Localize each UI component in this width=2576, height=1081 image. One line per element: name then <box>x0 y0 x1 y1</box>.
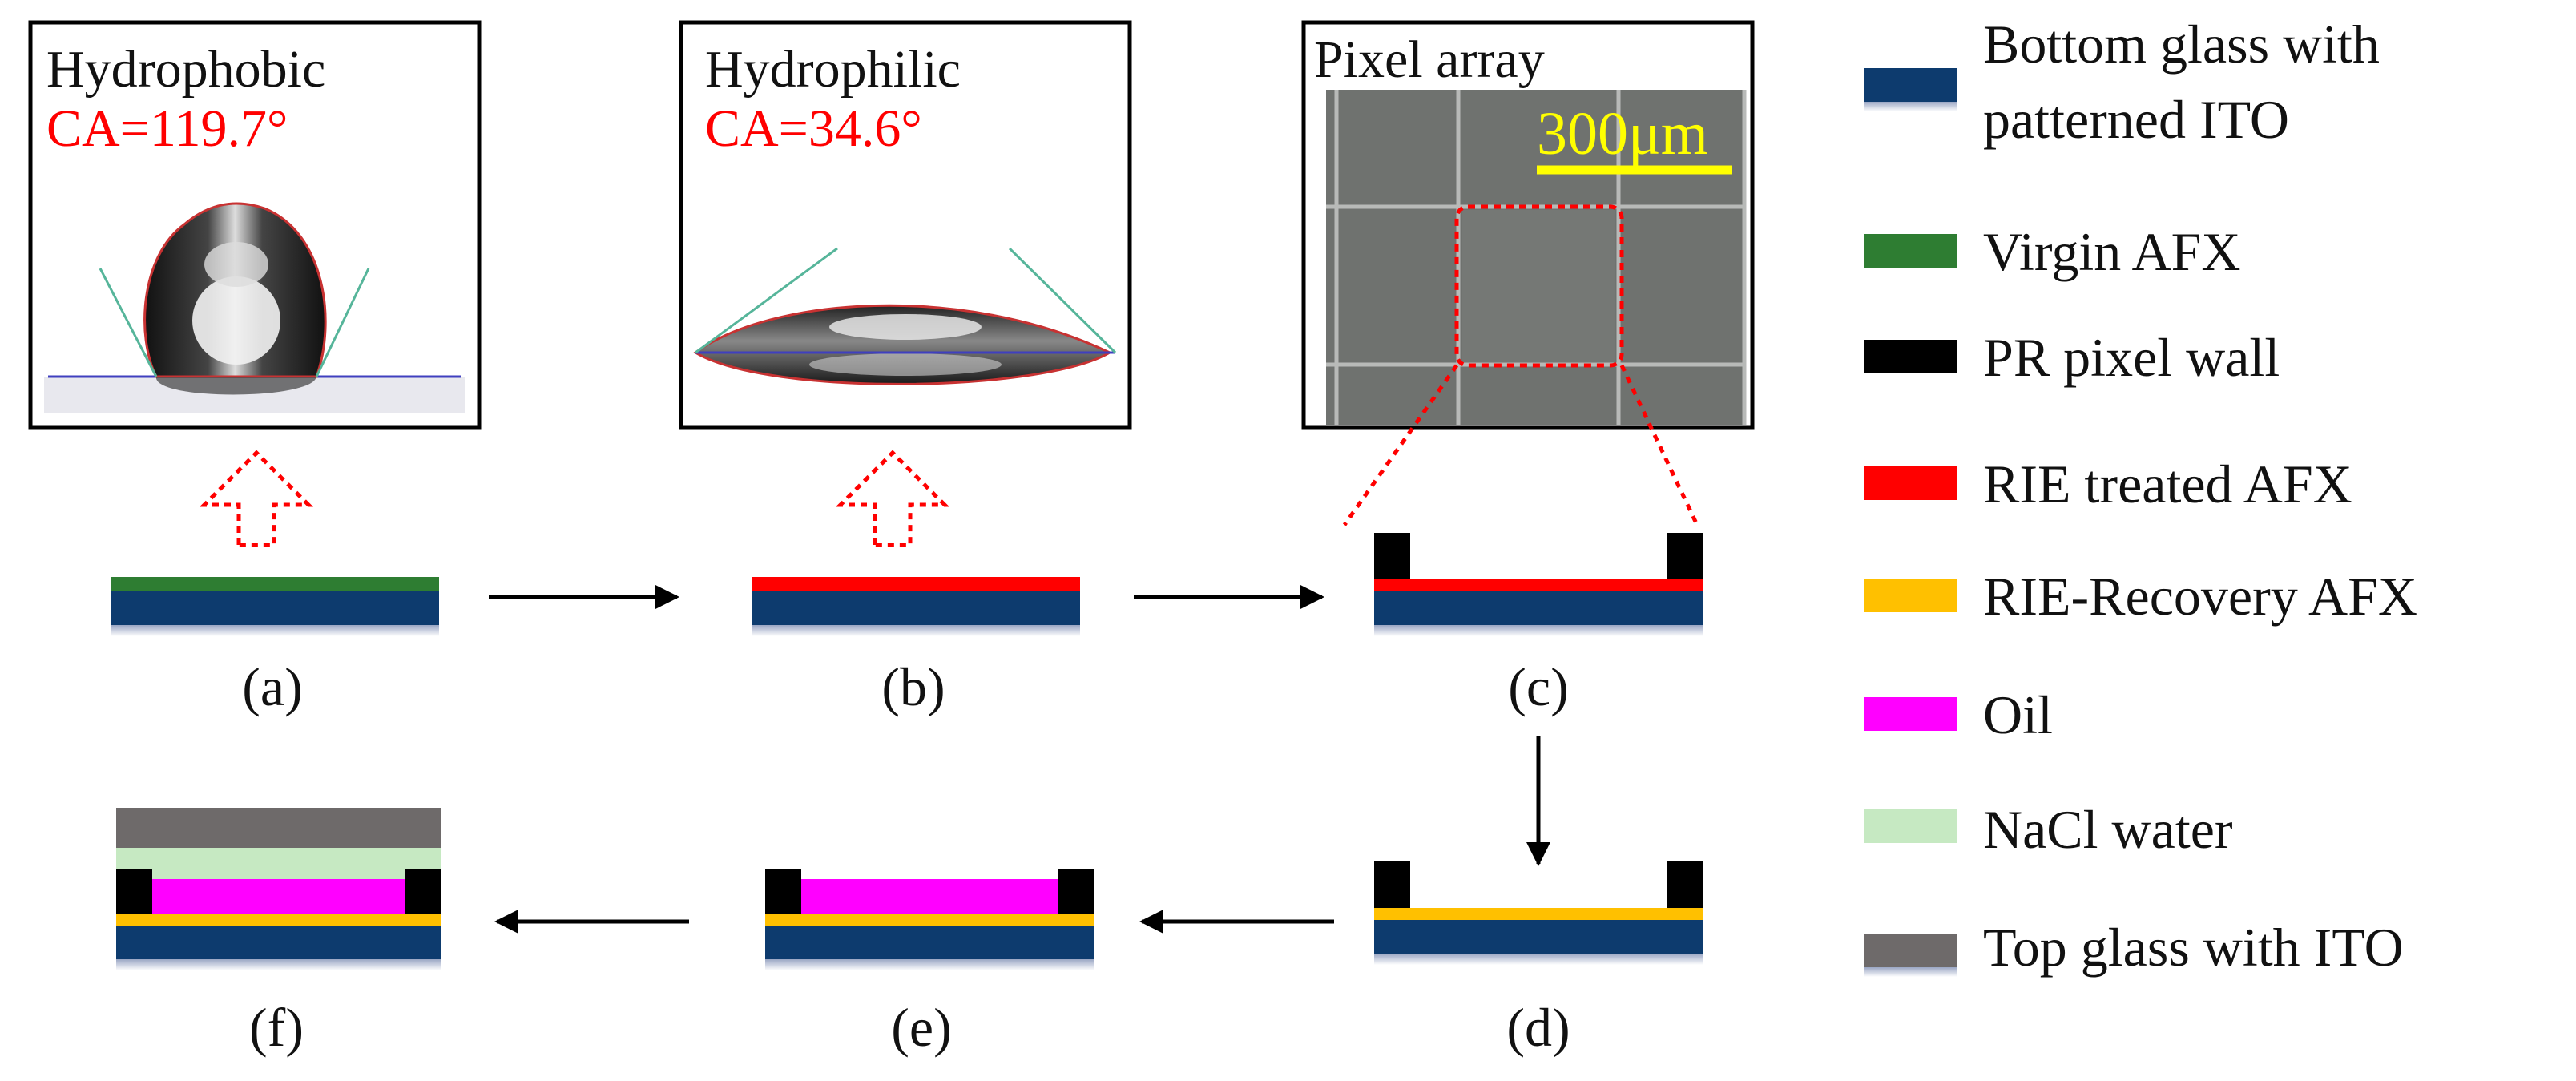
bottom-glass <box>1374 591 1703 625</box>
legend-item-rie-recovery-afx: RIE-Recovery AFX <box>1864 566 2417 627</box>
device-f <box>116 808 441 970</box>
legend-swatch <box>1864 340 1957 373</box>
device-c <box>1374 533 1703 636</box>
device-b <box>752 577 1080 636</box>
photo-title: Pixel array <box>1314 30 1545 89</box>
legend-item-nacl-water: NaCl water <box>1864 799 2233 860</box>
tangent-line-left <box>99 268 158 377</box>
device-a <box>111 577 439 636</box>
step-label-a: (a) <box>242 656 302 717</box>
legend-item-pr-pixel-wall: PR pixel wall <box>1864 327 2280 388</box>
step-label-e: (e) <box>891 997 951 1058</box>
rie-recovery-afx-layer <box>1374 908 1703 920</box>
legend-item-bottom-glass: Bottom glass with patterned ITO <box>1864 14 2380 150</box>
tangent-line-right <box>315 268 370 377</box>
nacl-water-layer <box>116 848 441 880</box>
rie-recovery-afx-layer <box>116 914 441 926</box>
legend: Bottom glass with patterned ITO Virgin A… <box>1864 14 2417 978</box>
dotted-up-arrow-b <box>835 450 950 547</box>
legend-label: NaCl water <box>1983 799 2233 860</box>
zoom-line-right <box>1619 364 1699 526</box>
legend-swatch <box>1864 809 1957 843</box>
tangent-line-right <box>1008 247 1117 354</box>
device-d <box>1374 861 1703 965</box>
photo-title: Hydrophobic <box>46 40 325 99</box>
pr-pixel-wall-left <box>1374 533 1410 579</box>
bottom-glass <box>765 926 1094 959</box>
legend-item-rie-treated-afx: RIE treated AFX <box>1864 454 2352 514</box>
pr-pixel-wall-left <box>116 869 152 914</box>
rie-treated-afx-layer <box>1374 579 1703 591</box>
step-label-c: (c) <box>1508 656 1568 717</box>
legend-swatch <box>1864 579 1957 612</box>
rie-treated-afx-layer <box>752 577 1080 591</box>
legend-label: RIE-Recovery AFX <box>1983 566 2417 627</box>
scale-bar-label: 300μm <box>1537 100 1708 167</box>
highlighted-pixel <box>1454 204 1624 368</box>
oil-layer <box>152 879 405 914</box>
device-e <box>765 869 1094 970</box>
legend-label: PR pixel wall <box>1983 327 2280 388</box>
pr-pixel-wall-right <box>1667 861 1703 908</box>
photo-hydrophobic: Hydrophobic CA=119.7° <box>28 20 482 430</box>
pr-pixel-wall-right <box>405 869 441 914</box>
photo-title: Hydrophilic <box>705 40 961 99</box>
pr-pixel-wall-left <box>1374 861 1410 908</box>
bottom-glass <box>116 926 441 959</box>
contact-angle-label: CA=119.7° <box>46 99 288 158</box>
pr-pixel-wall-right <box>1667 533 1703 579</box>
legend-label: patterned ITO <box>1983 89 2289 150</box>
legend-label: RIE treated AFX <box>1983 454 2352 514</box>
legend-label: Bottom glass with <box>1983 14 2380 75</box>
tangent-line-left <box>695 247 838 354</box>
top-glass <box>116 808 441 848</box>
pr-pixel-wall-right <box>1058 869 1094 914</box>
contact-angle-label: CA=34.6° <box>705 99 922 158</box>
legend-swatch <box>1864 234 1957 268</box>
photo-pixel-array: 300μm Pixel array <box>1301 20 1755 430</box>
legend-label: Top glass with ITO <box>1983 917 2404 978</box>
photo-hydrophilic: Hydrophilic CA=34.6° <box>679 20 1132 430</box>
pr-pixel-wall-left <box>765 869 801 914</box>
dotted-up-arrow-a <box>199 450 314 547</box>
bottom-glass <box>1374 920 1703 954</box>
legend-swatch <box>1864 697 1957 731</box>
virgin-afx-layer <box>111 577 439 591</box>
rie-recovery-afx-layer <box>765 914 1094 926</box>
legend-label: Virgin AFX <box>1983 221 2241 282</box>
legend-swatch <box>1864 934 1957 967</box>
oil-layer <box>801 879 1058 914</box>
legend-item-oil: Oil <box>1864 684 2053 745</box>
legend-item-virgin-afx: Virgin AFX <box>1864 221 2241 282</box>
bottom-glass <box>752 591 1080 625</box>
legend-swatch <box>1864 68 1957 102</box>
step-label-d: (d) <box>1506 997 1570 1058</box>
step-label-f: (f) <box>249 997 304 1058</box>
bottom-glass <box>111 591 439 625</box>
legend-label: Oil <box>1983 684 2053 745</box>
legend-swatch <box>1864 466 1957 500</box>
step-label-b: (b) <box>881 656 945 717</box>
legend-item-top-glass: Top glass with ITO <box>1864 917 2404 978</box>
